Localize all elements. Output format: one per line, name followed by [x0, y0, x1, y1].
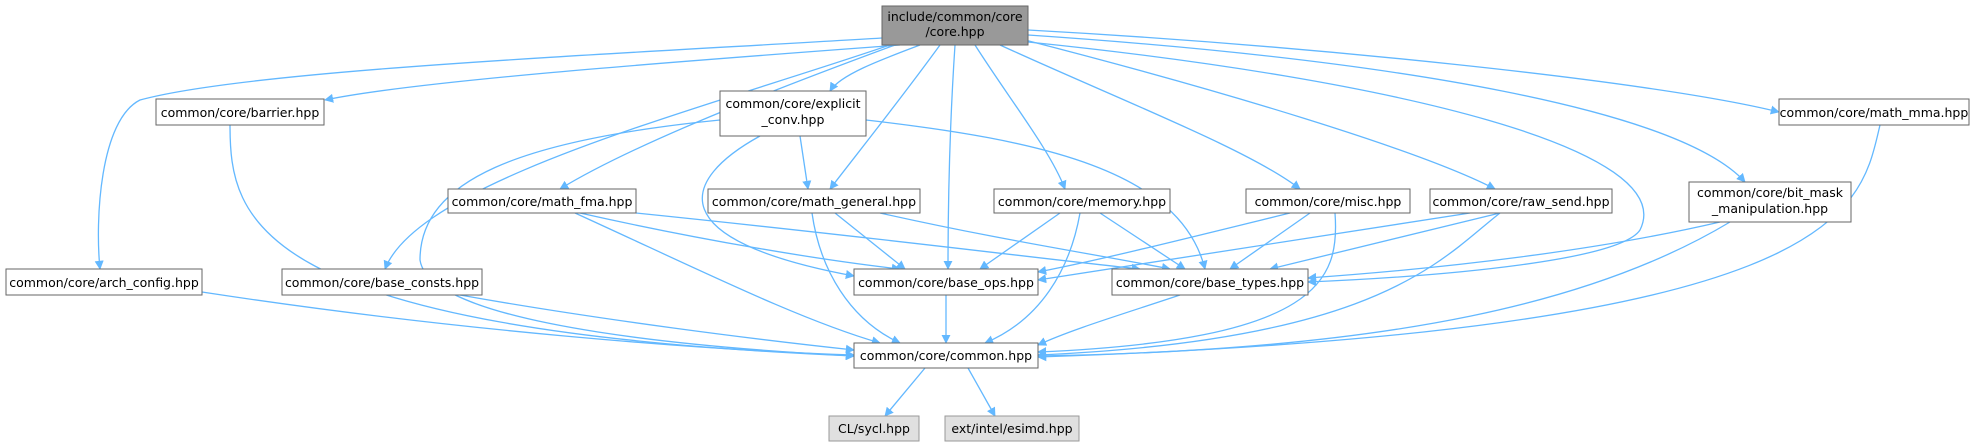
- edge-core-to-arch-config: [94, 37, 883, 270]
- edge-misc-to-base-types: [1229, 212, 1311, 270]
- edge-core-to-base-types: [1027, 41, 1645, 287]
- edge-math-mma-to-common: [1037, 124, 1881, 362]
- edge-arch-config-to-common: [201, 291, 855, 360]
- node-label-line-2: _conv.hpp: [761, 112, 825, 127]
- node-label: common/core/barrier.hpp: [161, 105, 320, 120]
- edge-core-to-barrier: [324, 44, 901, 103]
- node-math-general-hpp[interactable]: common/core/math_general.hpp: [707, 188, 921, 214]
- node-misc-hpp[interactable]: common/core/misc.hpp: [1245, 188, 1411, 214]
- edge-misc-to-base-ops: [1037, 212, 1291, 275]
- edge-raw-send-to-common: [1037, 212, 1501, 360]
- edge-raw-send-to-base-ops: [1037, 212, 1471, 284]
- edge-bit-mask-to-base-types: [1307, 221, 1721, 282]
- node-label: common/core/common.hpp: [860, 348, 1032, 363]
- edge-memory-to-base-ops: [979, 212, 1061, 270]
- edge-core-to-memory: [974, 44, 1067, 190]
- edge-explicit-conv-to-base-ops: [701, 135, 855, 279]
- node-esimd-hpp[interactable]: ext/intel/esimd.hpp: [944, 415, 1080, 442]
- node-bit-mask-manipulation-hpp[interactable]: common/core/bit_mask _manipulation.hpp: [1688, 181, 1852, 223]
- node-label-line-1: common/core/bit_mask: [1697, 185, 1844, 200]
- node-raw-send-hpp[interactable]: common/core/raw_send.hpp: [1429, 188, 1613, 214]
- edge-math-general-to-base-types: [879, 212, 1171, 272]
- edge-misc-to-common: [1037, 212, 1337, 357]
- node-label-line-2: _manipulation.hpp: [1711, 201, 1828, 216]
- edge-math-general-to-base-ops: [834, 212, 906, 270]
- edge-core-to-math-mma: [1027, 29, 1780, 115]
- node-explicit-conv-hpp[interactable]: common/core/explicit _conv.hpp: [719, 90, 867, 137]
- edge-core-to-base-consts: [383, 44, 891, 270]
- edge-memory-to-common: [984, 212, 1081, 345]
- edge-explicit-conv-to-math-general: [799, 135, 812, 190]
- edge-math-fma-to-common: [574, 212, 881, 346]
- edge-base-types-to-common: [1037, 294, 1181, 346]
- node-label: common/core/misc.hpp: [1255, 194, 1402, 209]
- node-label: CL/sycl.hpp: [838, 421, 910, 436]
- node-label-line-1: common/core/explicit: [726, 96, 861, 111]
- node-base-types-hpp[interactable]: common/core/base_types.hpp: [1111, 268, 1309, 296]
- edge-common-to-sycl: [884, 367, 926, 417]
- node-label: common/core/base_types.hpp: [1116, 275, 1304, 290]
- node-label: common/core/math_mma.hpp: [1780, 105, 1969, 120]
- edge-core-to-math-general: [829, 44, 941, 190]
- node-cl-sycl-hpp[interactable]: CL/sycl.hpp: [828, 415, 920, 442]
- edge-explicit-conv-to-common: [419, 119, 855, 361]
- node-core-hpp[interactable]: include/common/core /core.hpp: [881, 5, 1029, 46]
- edge-base-consts-to-common: [459, 294, 855, 354]
- node-label: common/core/math_general.hpp: [712, 194, 916, 209]
- node-label: common/core/base_consts.hpp: [285, 275, 479, 290]
- node-label: common/core/arch_config.hpp: [9, 275, 199, 290]
- edge-barrier-to-common: [229, 124, 855, 361]
- edge-core-to-bit-mask: [1027, 34, 1746, 183]
- node-common-hpp[interactable]: common/core/common.hpp: [853, 342, 1039, 369]
- node-label: common/core/math_fma.hpp: [452, 194, 633, 209]
- edge-math-fma-to-base-ops: [579, 212, 901, 273]
- node-label-line-1: include/common/core: [887, 9, 1023, 24]
- node-label-line-2: /core.hpp: [925, 24, 984, 39]
- edge-math-fma-to-base-types: [635, 212, 1141, 273]
- edge-raw-send-to-base-types: [1269, 212, 1501, 272]
- node-label: ext/intel/esimd.hpp: [951, 421, 1072, 436]
- edge-core-to-explicit-conv: [829, 44, 921, 92]
- node-label: common/core/raw_send.hpp: [1432, 194, 1609, 209]
- node-barrier-hpp[interactable]: common/core/barrier.hpp: [155, 98, 325, 126]
- edge-core-to-misc: [999, 44, 1301, 190]
- edge-common-to-esimd: [967, 367, 996, 417]
- node-math-mma-hpp[interactable]: common/core/math_mma.hpp: [1778, 98, 1970, 126]
- node-base-ops-hpp[interactable]: common/core/base_ops.hpp: [853, 268, 1039, 296]
- edge-math-general-to-common: [811, 212, 901, 344]
- node-memory-hpp[interactable]: common/core/memory.hpp: [993, 188, 1171, 214]
- node-math-fma-hpp[interactable]: common/core/math_fma.hpp: [447, 188, 637, 214]
- node-arch-config-hpp[interactable]: common/core/arch_config.hpp: [5, 268, 203, 296]
- node-base-consts-hpp[interactable]: common/core/base_consts.hpp: [281, 268, 483, 296]
- edge-explicit-conv-to-base-types: [865, 119, 1208, 270]
- edge-memory-to-base-types: [1099, 212, 1186, 270]
- edge-core-to-raw-send: [1024, 39, 1496, 190]
- node-label: common/core/base_ops.hpp: [858, 275, 1034, 290]
- node-label: common/core/memory.hpp: [998, 194, 1166, 209]
- edge-core-to-base-ops: [943, 44, 956, 270]
